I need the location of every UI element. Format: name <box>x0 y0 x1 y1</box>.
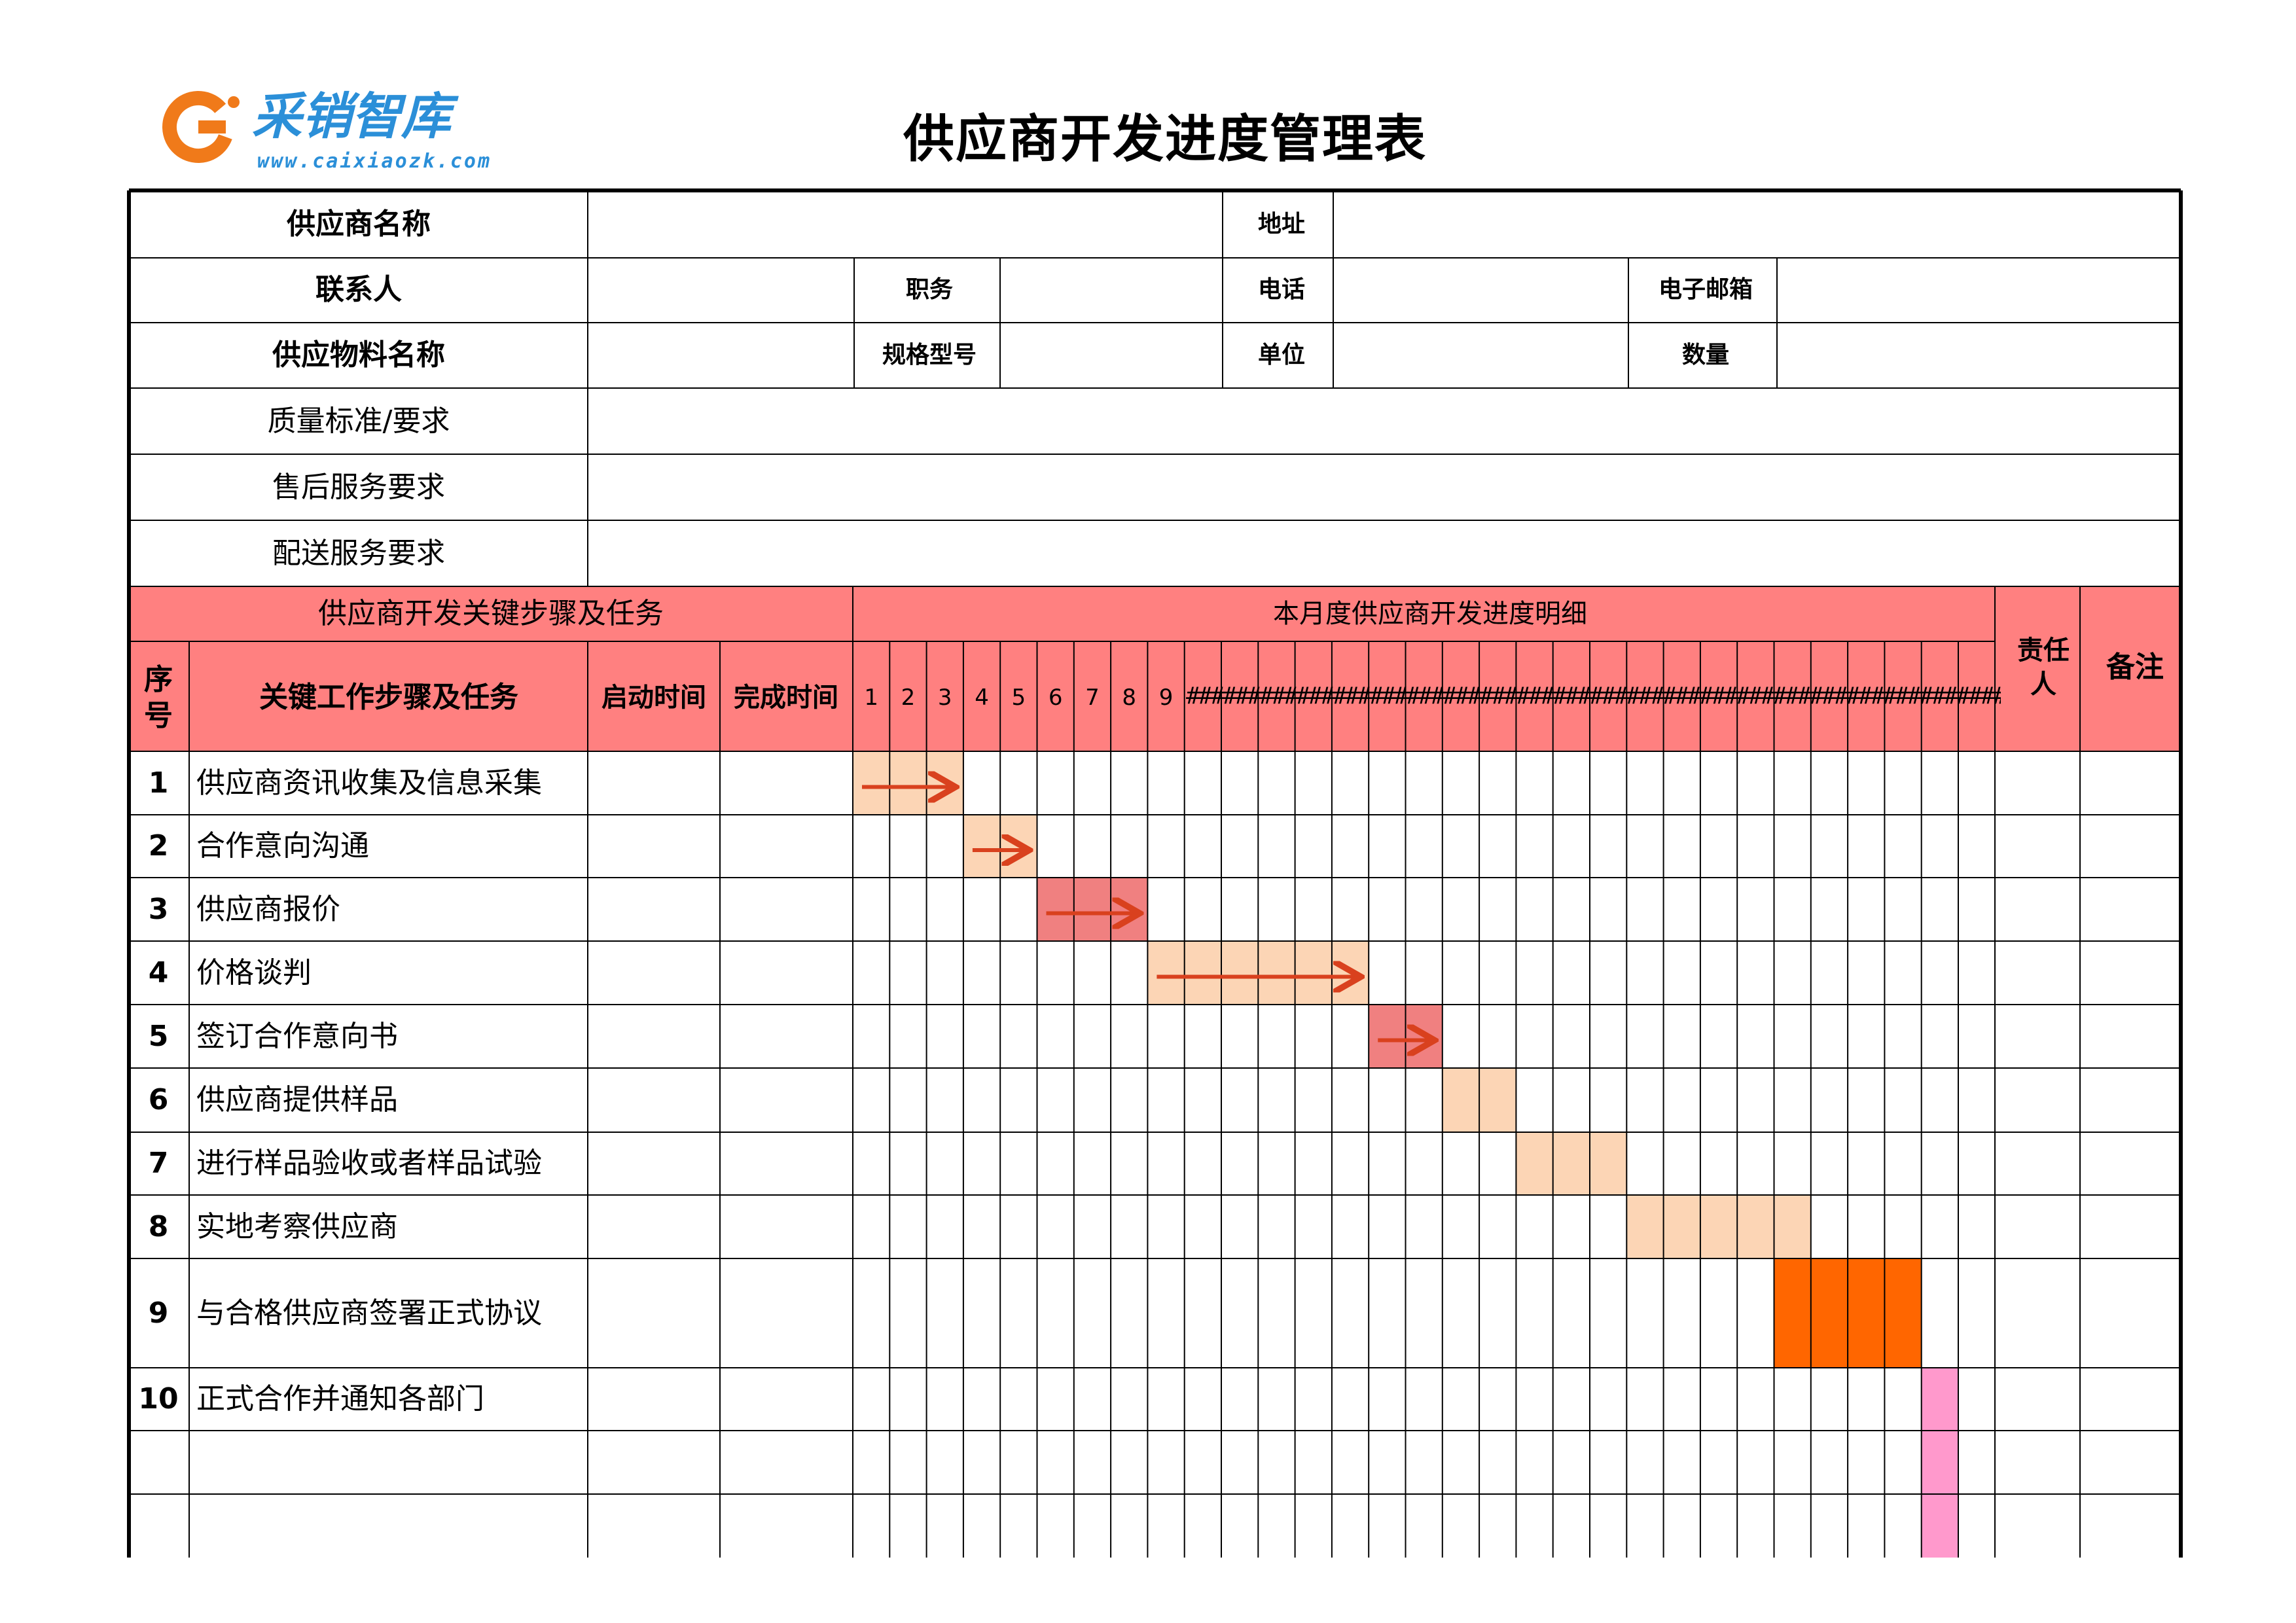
task-name: 合作意向沟通 <box>196 829 369 863</box>
gantt-bar <box>1037 878 1148 941</box>
label-spec: 规格型号 <box>882 342 977 368</box>
day-header: 2 <box>901 685 916 711</box>
task-number: 6 <box>148 1083 169 1116</box>
progress-header: 本月度供应商开发进度明细 <box>1273 599 1587 629</box>
owner-header: 责任人 <box>2017 635 2070 700</box>
task-number: 2 <box>148 829 169 863</box>
task-name: 正式合作并通知各部门 <box>196 1382 484 1416</box>
label-contact: 联系人 <box>315 273 402 306</box>
logo-url: www.caixiaozk.com <box>257 150 492 173</box>
day-header: 5 <box>1011 685 1026 711</box>
task-number: 1 <box>148 766 169 800</box>
gantt-bar <box>1921 1368 1958 1431</box>
task-name: 价格谈判 <box>196 955 312 990</box>
day-header: 3 <box>937 685 952 711</box>
task-name: 供应商资讯收集及信息采集 <box>196 766 542 800</box>
task-name: 供应商报价 <box>196 892 340 926</box>
task-name: 进行样品验收或者样品试验 <box>196 1147 542 1180</box>
day-header: 8 <box>1122 685 1137 711</box>
label-position: 职务 <box>905 276 954 303</box>
page-title: 供应商开发进度管理表 <box>903 110 1427 169</box>
task-name: 签订合作意向书 <box>196 1019 398 1053</box>
steps-header: 供应商开发关键步骤及任务 <box>318 597 664 630</box>
company-logo: 采销智库 www.caixiaozk.com <box>162 87 492 173</box>
gantt-bar <box>853 751 963 815</box>
task-number: 5 <box>148 1019 169 1053</box>
label-phone: 电话 <box>1257 276 1306 303</box>
start-time-header: 启动时间 <box>601 683 706 713</box>
gantt-bar <box>1921 1494 1958 1558</box>
day-header: 9 <box>1158 685 1174 711</box>
day-header: 1 <box>864 685 878 711</box>
logo-name: 采销智库 <box>252 87 459 145</box>
task-number: 4 <box>148 955 169 990</box>
label-email: 电子邮箱 <box>1658 276 1753 303</box>
seq-header: 序号 <box>144 663 173 732</box>
label-address: 地址 <box>1257 211 1306 238</box>
day-overflow-header: ########################################… <box>1186 683 2001 709</box>
task-number: 8 <box>148 1209 169 1243</box>
day-header: 7 <box>1085 685 1100 711</box>
task-name: 供应商提供样品 <box>196 1083 398 1116</box>
label-after-sales: 售后服务要求 <box>272 471 445 504</box>
gantt-bar <box>1516 1132 1627 1195</box>
day-header: 4 <box>975 685 989 711</box>
gantt-bar <box>1921 1431 1958 1494</box>
label-material-name: 供应物料名称 <box>272 338 445 372</box>
task-number: 7 <box>148 1147 169 1180</box>
label-quality: 质量标准/要求 <box>267 404 450 438</box>
task-number: 10 <box>138 1382 179 1416</box>
label-quantity: 数量 <box>1681 342 1730 368</box>
finish-time-header: 完成时间 <box>734 683 838 713</box>
label-delivery: 配送服务要求 <box>272 537 445 570</box>
task-name: 与合格供应商签署正式协议 <box>196 1296 542 1330</box>
label-supplier-name: 供应商名称 <box>287 207 431 241</box>
task-number: 9 <box>148 1296 169 1330</box>
day-header: 6 <box>1048 685 1063 711</box>
label-unit: 单位 <box>1257 342 1306 368</box>
task-name: 实地考察供应商 <box>196 1209 398 1243</box>
task-number: 3 <box>148 892 169 926</box>
remark-header: 备注 <box>2106 651 2164 684</box>
gantt-bar <box>1626 1195 1811 1258</box>
task-header: 关键工作步骤及任务 <box>259 681 518 714</box>
